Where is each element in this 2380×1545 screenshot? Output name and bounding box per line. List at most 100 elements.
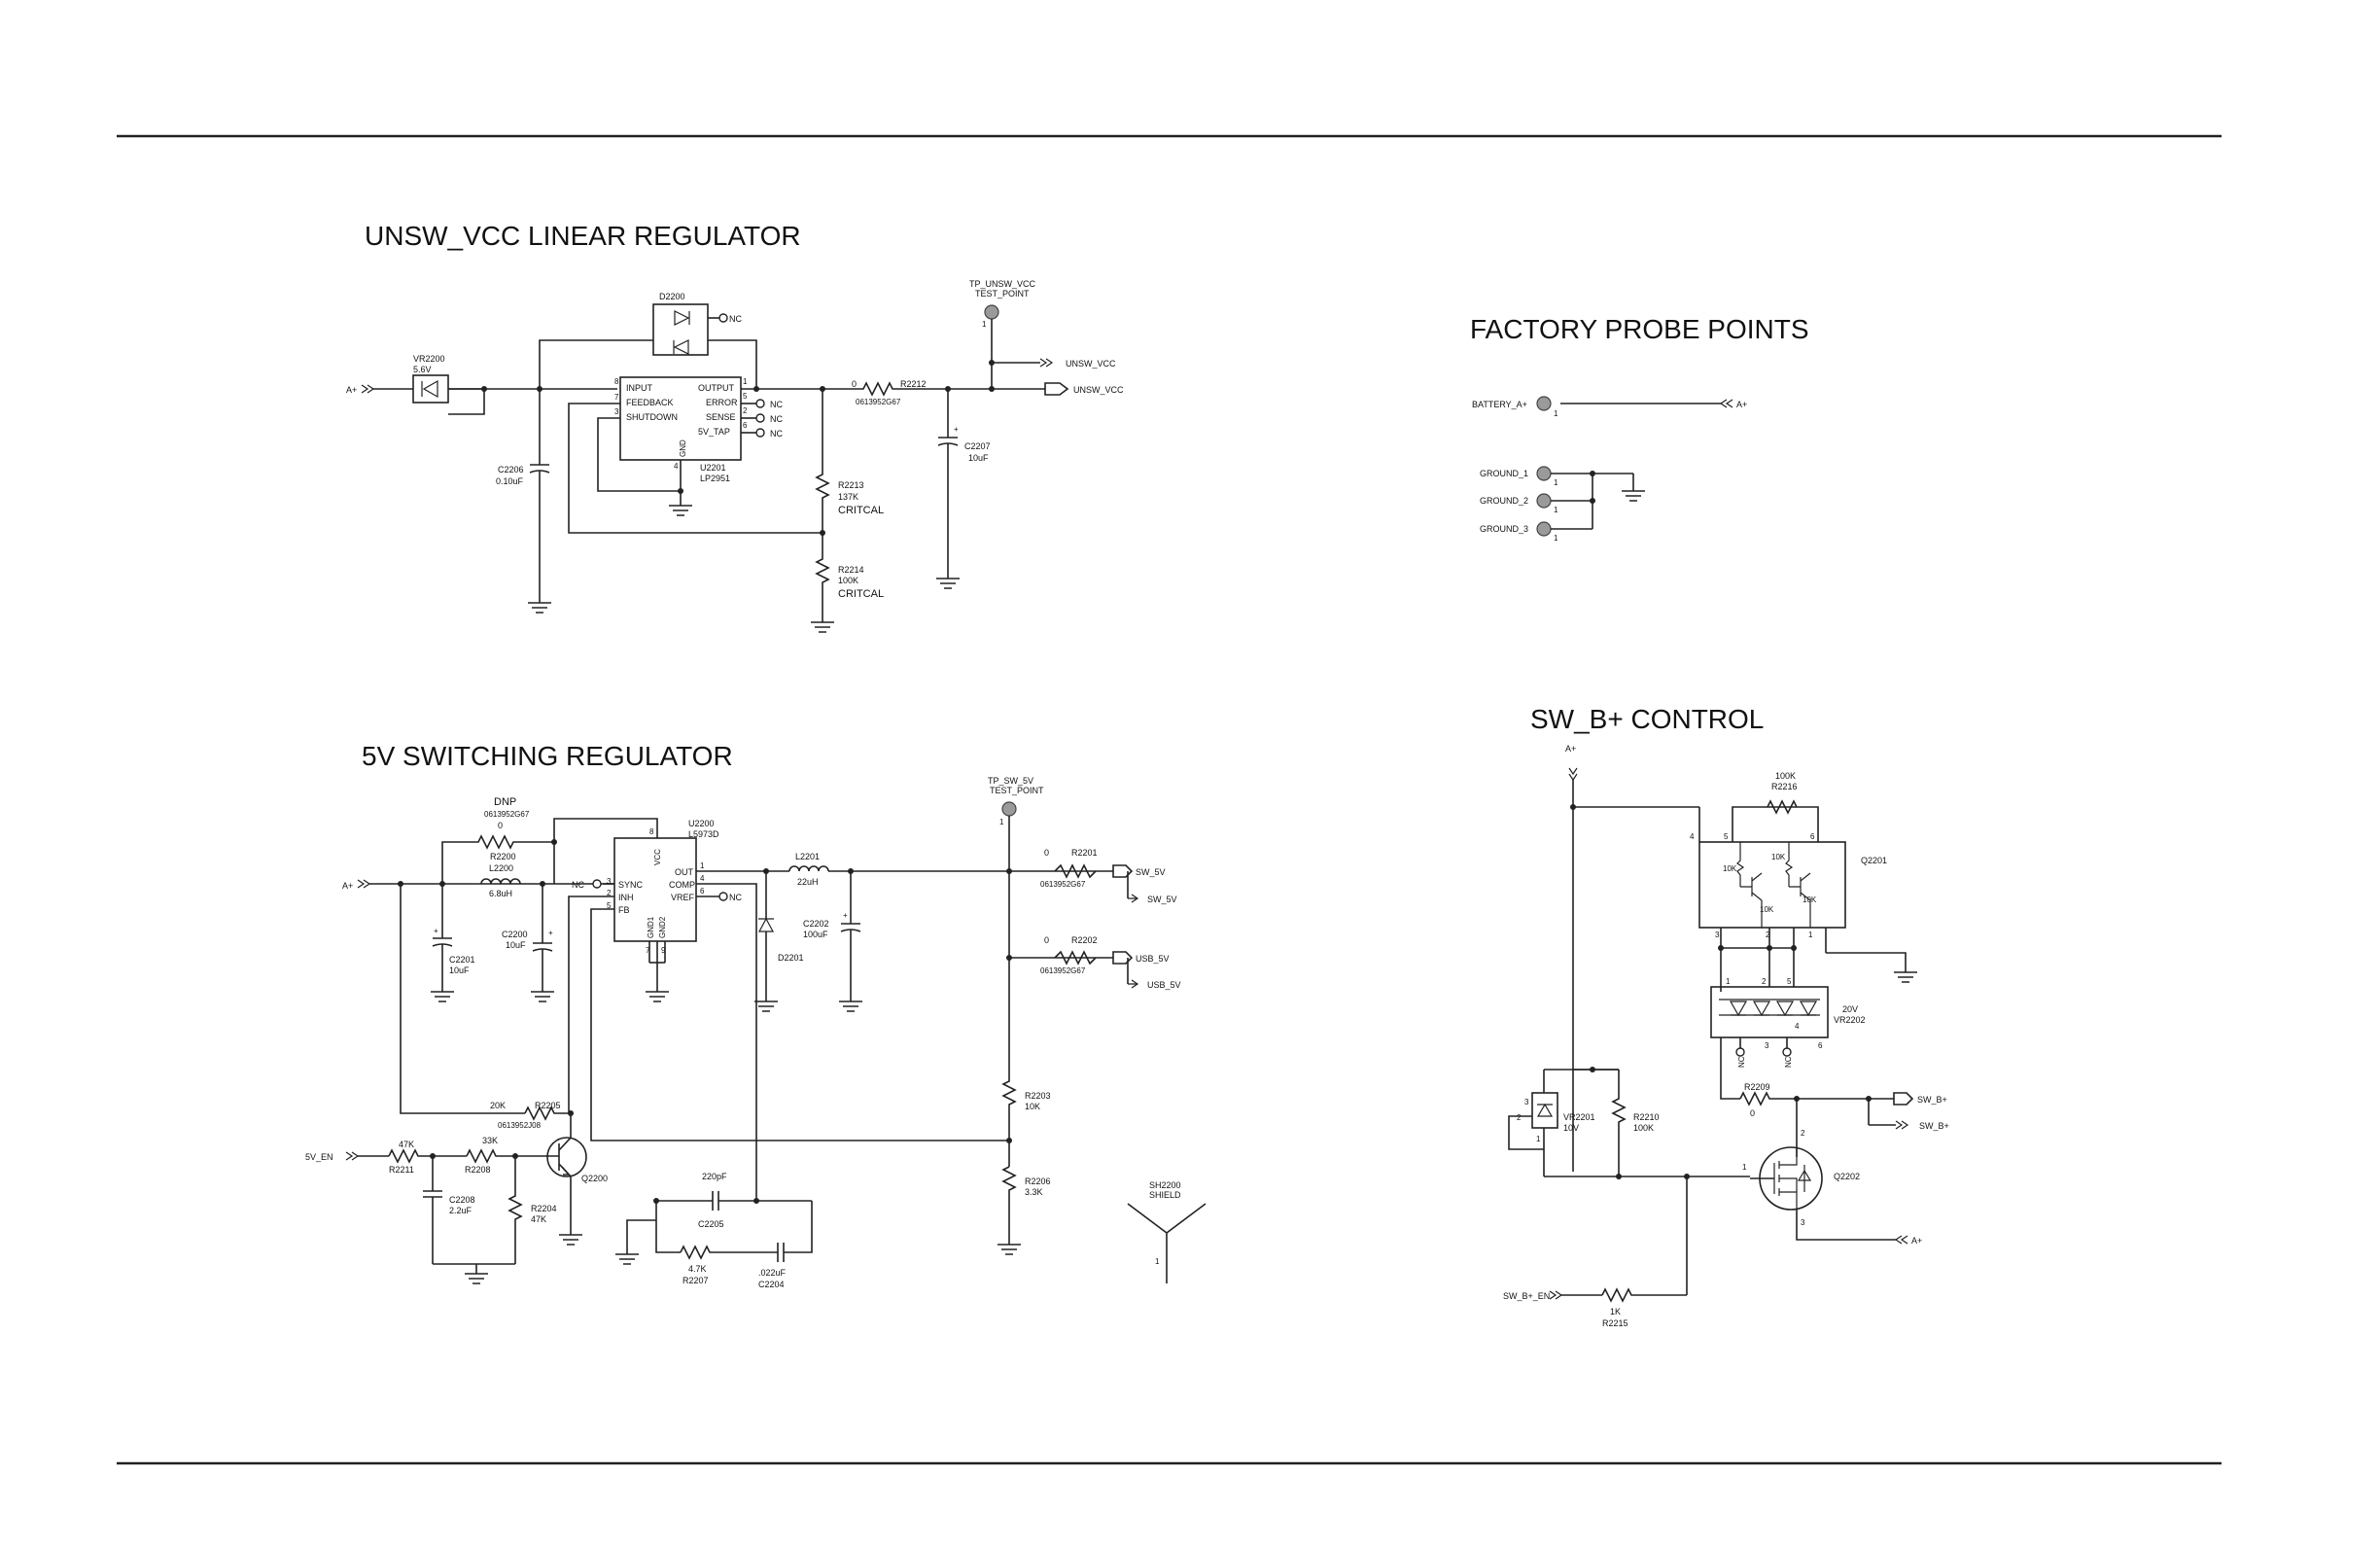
svg-text:10uF: 10uF xyxy=(506,940,526,950)
d2201-diode: D2201 xyxy=(754,871,804,1012)
r2203-resistor: R2203 10K xyxy=(1001,1074,1051,1167)
title-factory-probe-points: FACTORY PROBE POINTS xyxy=(1470,314,1809,344)
svg-text:R2206: R2206 xyxy=(1025,1176,1051,1186)
svg-text:NC: NC xyxy=(770,429,783,439)
r2205-resistor: 20K R2205 0613952J08 xyxy=(490,1101,569,1130)
svg-text:0: 0 xyxy=(1044,935,1049,945)
svg-text:LP2951: LP2951 xyxy=(700,474,730,483)
sw-a-plus-label: A+ xyxy=(342,881,353,891)
svg-text:20K: 20K xyxy=(490,1101,506,1110)
svg-text:1: 1 xyxy=(1554,409,1558,418)
svg-text:4: 4 xyxy=(1690,832,1695,841)
l2200-inductor: L2200 6.8uH xyxy=(480,863,521,898)
svg-text:10uF: 10uF xyxy=(968,453,989,463)
svg-text:Q2200: Q2200 xyxy=(581,1174,608,1183)
net-swb-1: SW_B+ xyxy=(1917,1095,1947,1105)
probe-ground2-label: GROUND_2 xyxy=(1480,496,1528,506)
linear-a-plus-label: A+ xyxy=(346,385,357,395)
linear-a-plus-connector xyxy=(361,384,375,394)
r2206-resistor: R2206 3.3K xyxy=(998,1166,1051,1255)
net-usb-5v-2: USB_5V xyxy=(1147,980,1181,990)
svg-text:6: 6 xyxy=(700,887,705,895)
svg-text:GND2: GND2 xyxy=(658,916,667,938)
svg-text:OUTPUT: OUTPUT xyxy=(698,383,735,393)
svg-text:0613952G67: 0613952G67 xyxy=(856,398,901,406)
svg-text:2.2uF: 2.2uF xyxy=(449,1206,472,1215)
linear-feedback-wire xyxy=(568,403,822,534)
svg-text:U2201: U2201 xyxy=(700,463,726,473)
vr2200-varistor: VR2200 5.6V xyxy=(412,354,449,404)
svg-text:ERROR: ERROR xyxy=(706,398,738,407)
net-swb-2: SW_B+ xyxy=(1919,1121,1949,1131)
svg-text:C2205: C2205 xyxy=(698,1219,724,1229)
svg-text:L5973D: L5973D xyxy=(688,829,719,839)
svg-text:Q2202: Q2202 xyxy=(1834,1172,1860,1181)
svg-text:1K: 1K xyxy=(1610,1307,1621,1317)
svg-text:6.8uH: 6.8uH xyxy=(489,889,512,898)
svg-text:DNP: DNP xyxy=(494,796,516,808)
svg-text:5: 5 xyxy=(1724,832,1729,841)
c2207-capacitor: + C2207 10uF xyxy=(936,389,991,589)
svg-text:R2210: R2210 xyxy=(1633,1112,1660,1122)
svg-text:2: 2 xyxy=(607,889,612,897)
svg-text:1: 1 xyxy=(1155,1257,1160,1266)
svg-text:.022uF: .022uF xyxy=(758,1268,787,1278)
svg-text:0: 0 xyxy=(1044,848,1049,858)
svg-text:L2201: L2201 xyxy=(795,852,820,861)
svg-text:1: 1 xyxy=(1554,534,1558,543)
svg-text:SH2200: SH2200 xyxy=(1149,1180,1181,1190)
svg-text:CRITCAL: CRITCAL xyxy=(838,505,884,516)
u2200-switching-regulator: U2200 L5973D VCC 8 3 2 5 SYNC INH FB OUT… xyxy=(607,819,719,955)
svg-text:22uH: 22uH xyxy=(797,877,819,887)
svg-text:SYNC: SYNC xyxy=(618,880,644,890)
swb-en-label: SW_B+_EN xyxy=(1503,1291,1550,1301)
svg-text:100K: 100K xyxy=(1633,1123,1654,1133)
svg-text:3: 3 xyxy=(614,407,619,416)
svg-text:VR2200: VR2200 xyxy=(413,354,445,364)
svg-text:1: 1 xyxy=(1726,977,1731,986)
net-sw-5v-1: SW_5V xyxy=(1136,867,1166,877)
svg-text:R2207: R2207 xyxy=(682,1276,709,1285)
svg-text:C2201: C2201 xyxy=(449,955,475,965)
svg-text:NC: NC xyxy=(729,314,742,324)
svg-text:2: 2 xyxy=(1517,1113,1522,1122)
c2201-capacitor: + C2201 10uF xyxy=(431,884,475,1002)
svg-text:FB: FB xyxy=(618,905,630,915)
svg-text:1: 1 xyxy=(1554,506,1558,514)
svg-text:0: 0 xyxy=(1750,1108,1755,1118)
svg-text:TEST_POINT: TEST_POINT xyxy=(990,786,1044,795)
svg-text:3: 3 xyxy=(1801,1218,1805,1227)
svg-text:6: 6 xyxy=(1810,832,1815,841)
svg-text:100K: 100K xyxy=(838,576,858,585)
svg-text:3: 3 xyxy=(1524,1098,1529,1106)
svg-text:U2200: U2200 xyxy=(688,819,715,828)
c2205-capacitor: 220pF C2205 xyxy=(656,1172,812,1229)
probe-ground1-label: GROUND_1 xyxy=(1480,469,1528,478)
vr2201-zener: 3 2 1 VR2201 10V xyxy=(1517,1092,1595,1143)
svg-text:2: 2 xyxy=(1801,1129,1805,1138)
svg-text:1: 1 xyxy=(999,818,1004,826)
r2204-resistor: R2204 47K xyxy=(508,1156,557,1264)
svg-text:R2213: R2213 xyxy=(838,480,864,490)
r2201-resistor: 0 R2201 0613952G67 xyxy=(1040,848,1098,889)
svg-text:1: 1 xyxy=(700,861,705,870)
net-usb-5v-1: USB_5V xyxy=(1136,954,1170,964)
svg-text:R2204: R2204 xyxy=(531,1204,557,1213)
svg-text:1: 1 xyxy=(1808,931,1813,939)
svg-text:7: 7 xyxy=(646,946,650,955)
svg-text:10K: 10K xyxy=(1771,853,1786,861)
svg-text:0: 0 xyxy=(852,379,857,389)
svg-text:7: 7 xyxy=(614,393,619,402)
svg-text:TEST_POINT: TEST_POINT xyxy=(975,289,1030,298)
svg-text:VCC: VCC xyxy=(653,849,662,865)
svg-text:+: + xyxy=(843,911,848,920)
svg-text:COMP: COMP xyxy=(669,880,695,890)
svg-text:GND: GND xyxy=(679,439,687,457)
svg-text:4.7K: 4.7K xyxy=(688,1264,707,1274)
sw-en-label: 5V_EN xyxy=(305,1152,333,1162)
svg-text:R2209: R2209 xyxy=(1744,1082,1770,1092)
net-unsw-vcc-2: UNSW_VCC xyxy=(1073,385,1124,395)
svg-text:Q2201: Q2201 xyxy=(1861,856,1887,865)
sw-fb-wire xyxy=(590,908,1009,1141)
